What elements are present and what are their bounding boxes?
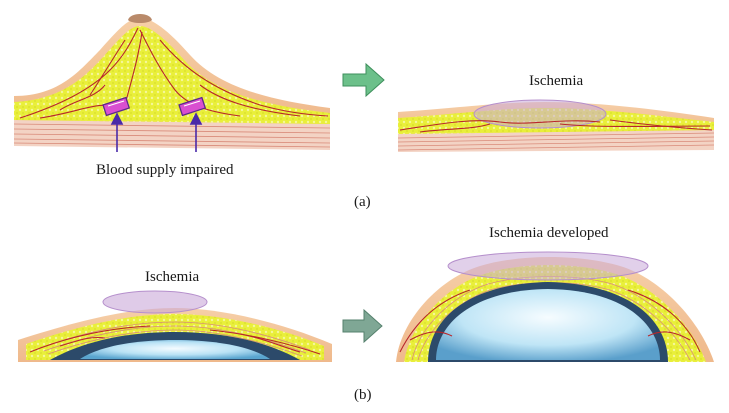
label-ischemia-a: Ischemia <box>529 73 584 89</box>
label-blood-supply-impaired: Blood supply impaired <box>96 162 234 178</box>
compression-device-right <box>178 96 207 117</box>
caption-b: (b) <box>354 387 372 403</box>
implant-tissue-b-right <box>396 251 714 362</box>
blood-vessels <box>19 27 329 119</box>
muscle-lines <box>397 132 715 151</box>
implant-tissue-b-left <box>18 290 332 362</box>
ischemia-zone <box>473 99 607 129</box>
caption-a: (a) <box>354 194 371 210</box>
label-ischemia-b: Ischemia <box>145 269 200 285</box>
blood-vessels <box>399 289 701 353</box>
implant <box>80 340 270 359</box>
muscle-lines <box>13 123 331 148</box>
blood-vessels <box>399 119 713 133</box>
compression-device-left <box>102 96 131 117</box>
transition-arrow-a <box>342 62 385 98</box>
fat-layer <box>14 26 330 124</box>
ischemia-zone <box>102 290 208 314</box>
blood-vessels <box>29 325 321 355</box>
flattened-tissue-a-right <box>397 99 715 152</box>
label-ischemia-developed: Ischemia developed <box>489 225 609 241</box>
implant <box>436 289 660 360</box>
breast-mound-a-left <box>13 14 331 152</box>
transition-arrow-b <box>342 308 383 344</box>
pointer-arrows <box>110 112 203 152</box>
nipple <box>128 14 152 23</box>
ischemia-zone <box>447 251 649 281</box>
